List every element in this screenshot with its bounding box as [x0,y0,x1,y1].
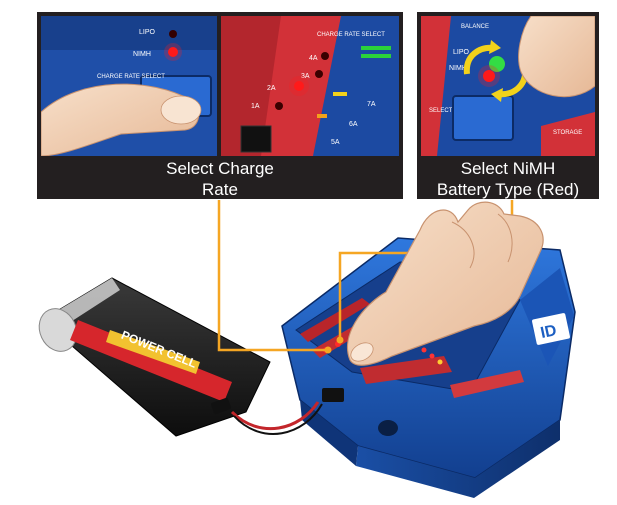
caption-battery-type-line2: Battery Type (Red) [436,180,580,199]
label-lipo-right: LIPO [453,49,470,56]
battery-pack: POWER CELL [38,277,271,437]
closeup-photo-right: BALANCE LIPO NIMH SELECT STORAGE [421,16,595,156]
label-rate-select-left: CHARGE RATE SELECT [97,74,165,80]
charger-brand-text: ID [539,322,558,342]
rate-5a: 5A [331,139,340,146]
label-select-right: SELECT [429,108,453,114]
rate-3a: 3A [301,73,310,80]
caption-battery-type: Select NiMH Battery Type (Red) [419,158,597,200]
callout-battery-type: BALANCE LIPO NIMH SELECT STORAGE Select … [417,12,599,199]
label-charge-rate-middle: CHARGE RATE SELECT [317,32,385,38]
battery-cable [230,401,320,431]
label-nimh-right: NIMH [449,65,467,72]
rate-1a: 1A [251,103,260,110]
rate-7a: 7A [367,101,376,108]
rate-4a: 4A [309,55,318,62]
hand [347,201,544,366]
label-storage-right: STORAGE [553,130,582,136]
caption-charge-rate-line2: Rate [202,180,238,199]
rate-2a: 2A [267,85,276,92]
closeup-photo-middle: CHARGE RATE SELECT 4A 3A 2A 1A 7A 6A 5A [221,16,399,156]
closeup-photo-left: LIPO NIMH CHARGE RATE SELECT [41,16,217,156]
caption-charge-rate: Select Charge Rate [41,158,399,200]
callout-charge-rate: LIPO NIMH CHARGE RATE SELECT CHARGE RATE… [37,12,403,199]
label-balance-right: BALANCE [461,24,489,30]
caption-battery-type-line1: Select NiMH [460,159,556,178]
caption-charge-rate-line1: Select Charge [166,159,274,178]
label-nimh-left: NIMH [133,51,151,58]
rate-6a: 6A [349,121,358,128]
label-lipo-left: LIPO [139,29,156,36]
